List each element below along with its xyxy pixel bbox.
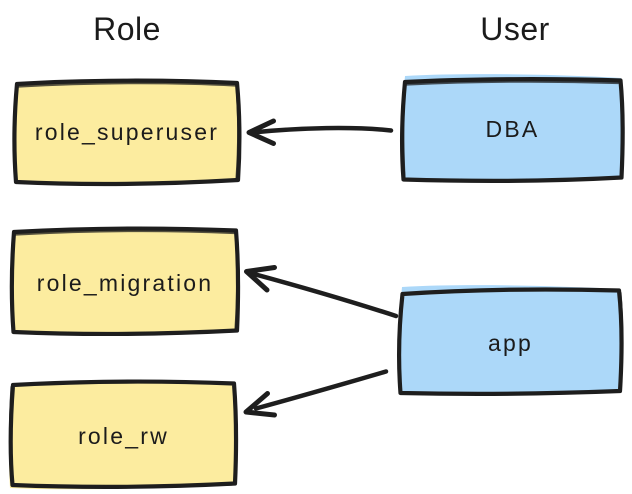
app-box: [397, 285, 624, 396]
role-rw-box: [8, 379, 239, 490]
arrow-dba-to-role-superuser: [246, 118, 394, 146]
role-migration-box: [9, 226, 241, 337]
role-superuser-box: [12, 78, 242, 186]
arrow-app-to-role-rw: [243, 369, 389, 418]
arrow-app-to-role-migration: [244, 265, 399, 319]
dba-box: [399, 74, 625, 183]
